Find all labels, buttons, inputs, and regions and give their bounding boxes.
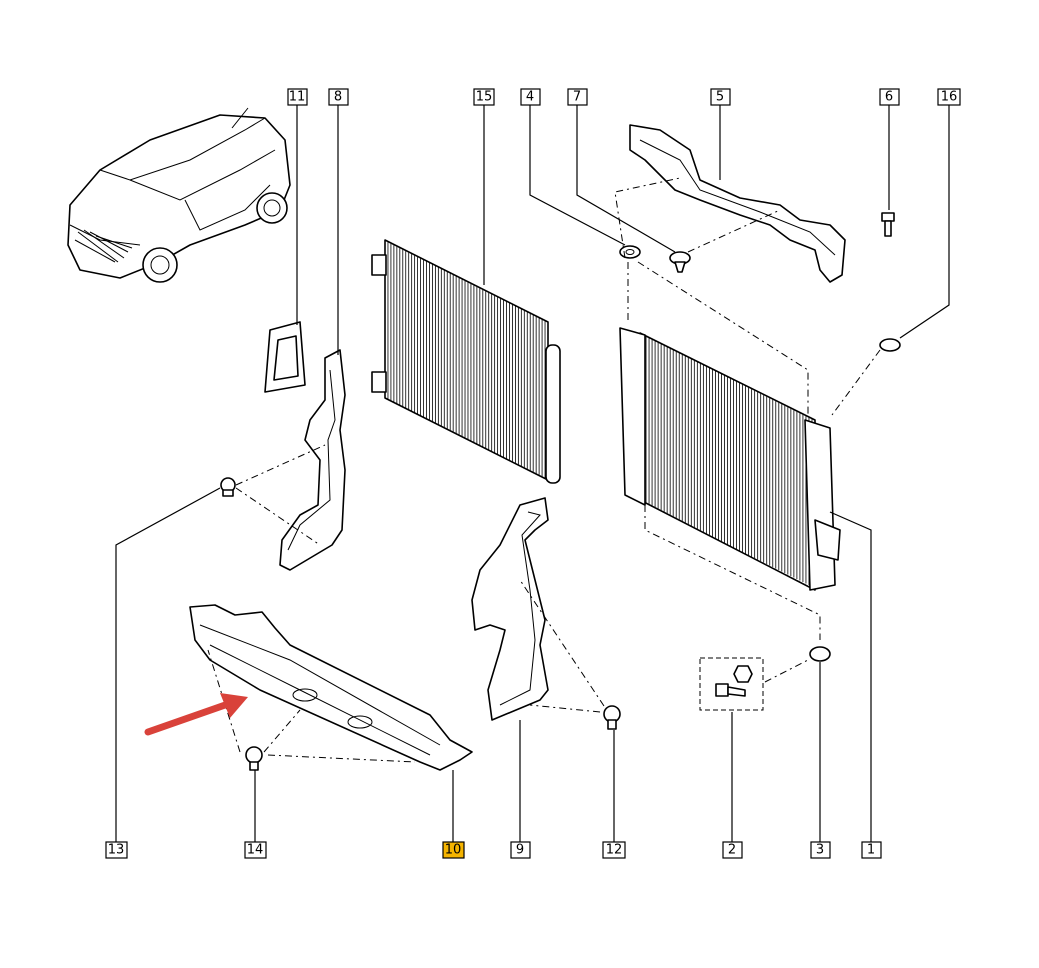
svg-text:15: 15: [476, 90, 493, 105]
callout-1[interactable]: 1: [861, 841, 882, 859]
svg-text:3: 3: [816, 843, 824, 858]
seal-11: [264, 321, 306, 393]
callout-10[interactable]: 10: [442, 841, 465, 859]
callout-16[interactable]: 16: [937, 88, 961, 106]
pointer-arrow: [144, 693, 248, 736]
svg-text:16: 16: [941, 90, 958, 105]
callout-11[interactable]: 11: [287, 88, 308, 106]
callout-9[interactable]: 9: [510, 841, 531, 859]
callout-7[interactable]: 7: [567, 88, 588, 106]
clip-16: [879, 338, 901, 352]
callout-5[interactable]: 5: [710, 88, 731, 106]
svg-text:13: 13: [108, 843, 125, 858]
callout-2[interactable]: 2: [722, 841, 743, 859]
clip-14: [245, 746, 263, 771]
svg-text:12: 12: [606, 843, 623, 858]
callout-12[interactable]: 12: [602, 841, 626, 859]
assembly-lines: [207, 177, 881, 763]
clip-13: [220, 477, 236, 497]
callout-6[interactable]: 6: [879, 88, 900, 106]
clip-7: [669, 251, 691, 273]
svg-text:7: 7: [573, 90, 581, 105]
condenser: [371, 239, 561, 484]
clip-12: [603, 705, 621, 730]
leader-lines: [115, 105, 950, 842]
svg-text:14: 14: [247, 843, 264, 858]
screw-6: [881, 212, 895, 237]
car-illustration: [67, 107, 291, 283]
callout-3[interactable]: 3: [810, 841, 831, 859]
svg-text:5: 5: [716, 90, 724, 105]
svg-text:11: 11: [289, 90, 306, 105]
svg-text:6: 6: [885, 90, 893, 105]
screw-nut-set-2: [699, 657, 764, 711]
svg-text:10: 10: [445, 843, 462, 858]
side-deflector-8: [279, 349, 346, 571]
svg-text:9: 9: [516, 843, 524, 858]
callout-14[interactable]: 14: [244, 841, 267, 859]
callout-4[interactable]: 4: [520, 88, 541, 106]
svg-text:1: 1: [867, 843, 875, 858]
air-deflector-10: [189, 604, 473, 771]
radiator: [619, 327, 841, 591]
clip-4: [619, 245, 641, 259]
callout-8[interactable]: 8: [328, 88, 349, 106]
side-seal-9: [471, 497, 549, 721]
svg-text:4: 4: [526, 90, 534, 105]
callout-15[interactable]: 15: [473, 88, 495, 106]
svg-text:8: 8: [334, 90, 342, 105]
svg-text:2: 2: [728, 843, 736, 858]
clip-3: [809, 646, 831, 662]
callout-13[interactable]: 13: [105, 841, 128, 859]
